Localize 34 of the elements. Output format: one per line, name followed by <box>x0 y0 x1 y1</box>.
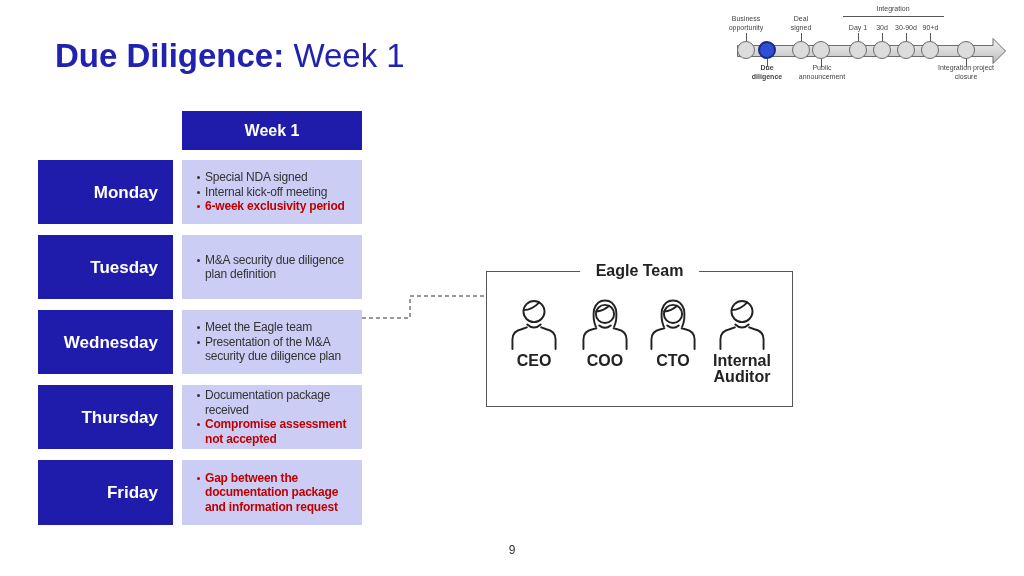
task-panel <box>182 385 362 449</box>
task-panel <box>182 235 362 299</box>
bullet-text: Documentation package received <box>205 388 332 417</box>
day-panel <box>38 235 173 299</box>
bullet-text: Presentation of the M&A security due diligence plan <box>205 334 343 364</box>
day-label: Monday <box>93 181 158 203</box>
day-panel <box>38 310 173 374</box>
bullet-text: Special NDA signed <box>205 170 308 185</box>
bullet-text: Gap between the documentation package and information request <box>205 470 340 515</box>
role-label: CTO <box>656 353 690 369</box>
bullet-text: 6-week exclusivity period <box>205 199 345 214</box>
page-number: 9 <box>507 542 517 558</box>
task-panel <box>182 160 362 224</box>
task-panel <box>182 460 362 525</box>
slide-title: Due Diligence: Week 1 <box>55 36 405 76</box>
day-label: Tuesday <box>90 256 158 278</box>
role-label: CEO <box>516 353 552 369</box>
day-label: Thursday <box>81 406 158 428</box>
day-panel <box>38 460 173 525</box>
connector-line <box>361 295 487 319</box>
bullet-text: Compromise assessment not accepted <box>205 417 348 446</box>
column-header-panel <box>182 111 362 150</box>
group-title: Eagle Team <box>579 261 700 281</box>
bullet-text: M&A security due diligence plan definition <box>205 252 345 282</box>
role-label: COO <box>586 353 624 369</box>
day-panel <box>38 160 173 224</box>
task-panel <box>182 310 362 374</box>
role-label: Internal Auditor <box>712 353 772 385</box>
bullet-text: Internal kick-off meeting <box>205 184 328 200</box>
column-heading: Week 1 <box>244 120 300 141</box>
day-panel <box>38 385 173 449</box>
day-label: Wednesday <box>63 331 158 353</box>
day-label: Friday <box>106 482 158 503</box>
bullet-text: Meet the Eagle team <box>205 320 312 335</box>
